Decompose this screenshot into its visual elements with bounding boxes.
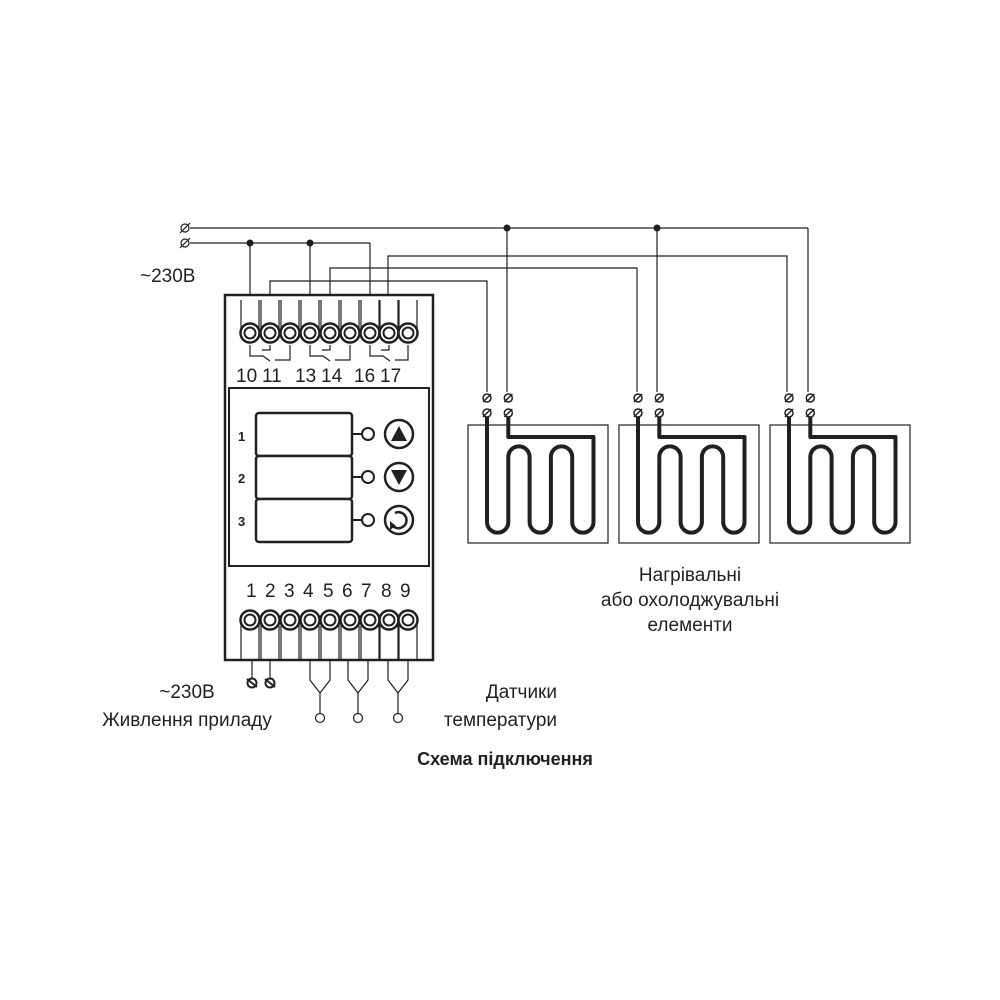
heating-element: [618, 393, 760, 544]
screw-terminal: [239, 300, 261, 344]
relay-terminal-block: [239, 300, 419, 344]
led-indicator: [361, 513, 375, 527]
svg-text:17: 17: [380, 366, 401, 387]
sensors-label: Датчики: [486, 682, 557, 703]
screw-terminal: [339, 609, 361, 660]
display-channel-3: [254, 497, 354, 544]
down-button[interactable]: [383, 461, 415, 493]
svg-text:6: 6: [342, 581, 353, 602]
screw-terminal-icon: [482, 408, 492, 418]
svg-text:16: 16: [354, 366, 375, 387]
heating-elements: [467, 393, 911, 544]
power-leads: [246, 660, 276, 689]
svg-text:8: 8: [381, 581, 392, 602]
svg-text:9: 9: [400, 581, 411, 602]
screw-terminal: [259, 300, 281, 344]
triangle-up-icon: [391, 426, 407, 441]
channel-label: 3: [238, 514, 245, 529]
svg-text:2: 2: [265, 581, 276, 602]
screw-terminal: [378, 300, 400, 344]
screw-terminal: [239, 609, 261, 660]
screw-terminal: [279, 609, 301, 660]
display-channel-2: [254, 454, 354, 501]
relay-terminal-numbers: 10 11 13 14 16 17: [236, 366, 401, 387]
screw-terminal: [339, 300, 361, 344]
power-voltage-label: ~230В: [159, 682, 214, 703]
relay-contacts: [249, 345, 409, 362]
channel-label: 1: [238, 429, 245, 444]
display-channel-1: [254, 411, 354, 458]
screw-terminal-icon: [784, 393, 794, 403]
triangle-down-icon: [391, 470, 407, 485]
svg-text:11: 11: [262, 366, 282, 387]
screw-terminal-icon: [654, 408, 665, 418]
cycle-button[interactable]: [383, 504, 415, 536]
sensor-leads: [309, 660, 409, 724]
screw-terminal: [299, 300, 321, 344]
supply-voltage-label: ~230В: [140, 266, 195, 287]
svg-text:або охолоджувальні: або охолоджувальні: [601, 590, 779, 611]
led-indicator: [361, 470, 375, 484]
screw-terminal-icon: [633, 408, 643, 418]
svg-text:3: 3: [284, 581, 295, 602]
led-indicator: [361, 427, 375, 441]
svg-text:10: 10: [236, 366, 257, 387]
screw-terminal-icon: [482, 393, 492, 403]
power-label: Живлення приладу: [102, 710, 272, 731]
screw-terminal-icon: [654, 393, 665, 403]
supply-terminal-symbols: [179, 222, 191, 249]
screw-terminal-icon: [503, 408, 514, 418]
supply-lines: [190, 224, 809, 392]
screw-terminal: [319, 609, 341, 660]
screw-terminal-icon: [503, 393, 514, 403]
svg-text:елементи: елементи: [647, 615, 732, 636]
svg-text:5: 5: [323, 581, 334, 602]
screw-terminal-icon: [805, 408, 816, 418]
display-panel: 1 2 3: [238, 411, 415, 544]
input-terminal-numbers: 1 2 3 4 5 6 7 8 9: [246, 581, 411, 602]
diagram-caption: Схема підключення: [417, 749, 593, 769]
screw-terminal: [397, 609, 419, 660]
heating-element: [467, 393, 609, 544]
screw-terminal: [359, 609, 381, 660]
screw-terminal-icon: [633, 393, 643, 403]
svg-text:4: 4: [303, 581, 314, 602]
screw-terminal: [319, 300, 341, 344]
svg-text:13: 13: [295, 366, 316, 387]
screw-terminal: [397, 300, 419, 344]
svg-text:Нагрівальні: Нагрівальні: [639, 565, 741, 586]
sensors-label: температури: [444, 710, 557, 731]
svg-text:14: 14: [321, 366, 343, 387]
channel-label: 2: [238, 471, 245, 486]
heating-element: [769, 393, 911, 544]
up-button[interactable]: [383, 418, 415, 450]
svg-text:1: 1: [246, 581, 257, 602]
svg-text:7: 7: [361, 581, 372, 602]
screw-terminal: [279, 300, 301, 344]
loads-label: Нагрівальні або охолоджувальні елементи: [601, 565, 779, 636]
input-terminal-block: [239, 609, 419, 660]
rotate-icon: [392, 511, 408, 530]
screw-terminal-icon: [784, 408, 794, 418]
screw-terminal-icon: [805, 393, 816, 403]
